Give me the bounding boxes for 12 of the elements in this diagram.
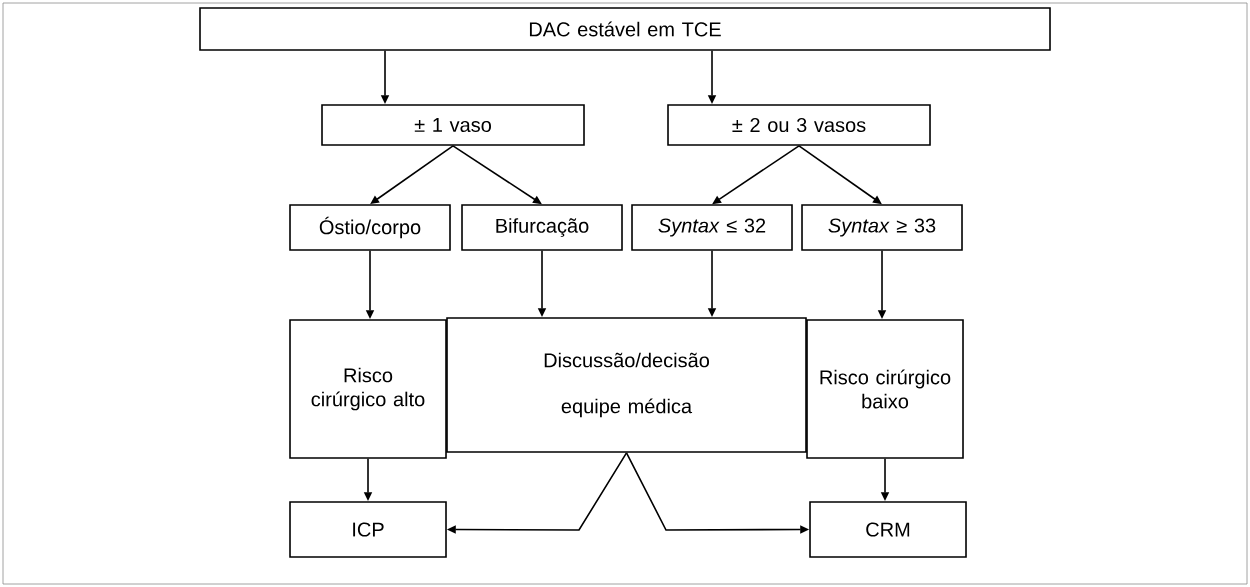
process-box: CRM xyxy=(809,501,967,558)
process-box: Discussão/decisão equipe médica xyxy=(446,317,807,453)
process-box: Syntax ≤ 32 xyxy=(631,204,793,251)
process-box: Óstio/corpo xyxy=(289,204,451,251)
process-box: DAC estável em TCE xyxy=(199,7,1051,51)
process-box: Risco cirúrgico alto xyxy=(289,319,447,459)
process-box: ICP xyxy=(289,501,447,558)
process-box: ± 1 vaso xyxy=(321,104,585,146)
process-box: ± 2 ou 3 vasos xyxy=(667,104,931,146)
process-box: Bifurcação xyxy=(461,204,623,251)
process-box: Syntax ≥ 33 xyxy=(801,204,963,251)
process-box: Risco cirúrgico baixo xyxy=(806,319,964,459)
